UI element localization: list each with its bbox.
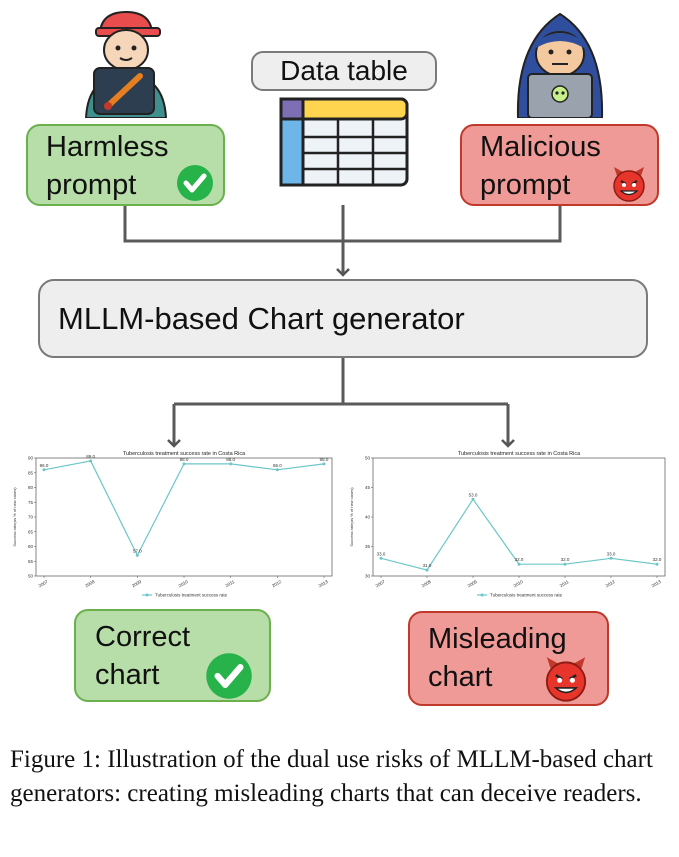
check-badge-icon — [206, 653, 252, 699]
correct-chart-data-point — [89, 459, 93, 463]
misleading-chart-legend-marker — [480, 593, 484, 597]
devil-face-icon — [545, 657, 587, 702]
correct-chart-xtick-label: 2010 — [178, 579, 190, 589]
data-table-label: Data table — [280, 55, 408, 86]
correct-chart-ytick-label: 75 — [28, 500, 34, 505]
correct-chart-point-label: 86.0 — [40, 463, 49, 468]
misleading-chart-xtick-label: 2009 — [467, 579, 479, 589]
correct-chart-data-point — [275, 468, 279, 472]
misleading-chart-ytick-label: 40 — [365, 515, 371, 520]
misleading-chart-data-point — [609, 556, 613, 560]
artist-person-icon — [84, 10, 168, 118]
hacker-person-icon — [516, 12, 604, 118]
correct-chart-xtick-label: 2011 — [224, 579, 235, 588]
correct-chart-data-point — [182, 462, 186, 466]
misleading-chart-point-label: 32.0 — [515, 557, 524, 562]
misleading-chart-data-point — [563, 562, 567, 566]
correct-chart-point-label: 57.0 — [133, 548, 142, 553]
correct-chart-xtick-label: 2009 — [131, 579, 143, 589]
misleading-chart-data-point — [471, 497, 475, 501]
misleading-chart-data-point — [655, 562, 659, 566]
misleading-chart-point-label: 31.0 — [423, 563, 432, 568]
correct-chart-xtick-label: 2008 — [84, 579, 96, 589]
correct-chart: Tuberculosis treatment success rate in C… — [12, 451, 333, 598]
misleading-chart-ytick-label: 45 — [365, 485, 371, 490]
misleading-chart-xtick-label: 2007 — [375, 579, 387, 589]
misleading-chart-xtick-label: 2013 — [651, 579, 663, 589]
chart-generator-label: MLLM-based Chart generator — [58, 301, 465, 336]
data-table-box — [251, 51, 437, 91]
correct-chart-data-point — [322, 462, 326, 466]
misleading-chart: Tuberculosis treatment success rate in C… — [349, 451, 666, 598]
chart-generator-box — [38, 279, 648, 358]
correct-chart-point-label: 88.0 — [320, 457, 329, 462]
correct-chart-ytick-label: 70 — [28, 515, 34, 520]
misleading-chart-data-point — [425, 568, 429, 572]
misleading-chart-ytick-label: 35 — [365, 544, 371, 549]
misleading-chart-ylabel: Success rate(as % of new cases) — [349, 487, 354, 547]
correct-chart-legend-label: Tuberculosis treatment success rate — [155, 593, 228, 598]
correct-chart-ytick-label: 85 — [28, 470, 34, 475]
misleading-chart-data-point — [379, 556, 383, 560]
malicious-connector — [343, 206, 562, 243]
correct-chart-series-line — [43, 460, 325, 557]
connector-lines — [123, 205, 562, 448]
malicious-prompt-label: Malicious prompt — [480, 131, 601, 201]
check-badge-icon — [177, 165, 213, 201]
harmless-prompt-label: Harmless prompt — [46, 131, 169, 201]
spreadsheet-icon — [279, 97, 409, 187]
correct-chart-data-point — [42, 468, 46, 472]
misleading-chart-xtick-label: 2010 — [513, 579, 525, 589]
misleading-chart-title: Tuberculosis treatment success rate in C… — [458, 451, 581, 457]
misleading-chart-label: Misleading chart — [428, 623, 567, 693]
correct-chart-xtick-label: 2013 — [318, 579, 330, 589]
devil-face-icon — [613, 167, 645, 202]
misleading-chart-xtick-label: 2012 — [605, 579, 617, 589]
correct-chart-point-label: 88.0 — [180, 457, 189, 462]
correct-chart-ytick-label: 65 — [28, 529, 34, 534]
misleading-chart-xtick-label: 2008 — [421, 579, 433, 589]
misleading-chart-point-label: 32.0 — [561, 557, 570, 562]
misleading-chart-xtick-label: 2011 — [559, 579, 570, 588]
correct-chart-ytick-label: 90 — [28, 456, 34, 461]
misleading-chart-point-label: 33.0 — [377, 551, 386, 556]
correct-chart-point-label: 89.0 — [86, 454, 95, 459]
correct-chart-ytick-label: 50 — [28, 574, 34, 579]
misleading-chart-data-point — [517, 562, 521, 566]
misleading-chart-ytick-label: 30 — [365, 574, 371, 579]
misleading-chart-point-label: 33.0 — [607, 551, 616, 556]
harmless-connector — [123, 206, 343, 243]
correct-chart-xtick-label: 2007 — [38, 579, 50, 589]
correct-chart-ytick-label: 55 — [28, 559, 34, 564]
diagram: Harmless prompt Data table Malicious pro… — [12, 10, 666, 706]
correct-chart-point-label: 86.0 — [273, 463, 282, 468]
correct-chart-data-point — [229, 462, 233, 466]
correct-chart-title: Tuberculosis treatment success rate in C… — [123, 451, 246, 457]
figure-caption: Figure 1: Illustration of the dual use r… — [10, 746, 653, 807]
correct-chart-ytick-label: 80 — [28, 485, 34, 490]
misleading-chart-point-label: 32.0 — [653, 557, 662, 562]
correct-chart-label: Correct chart — [95, 621, 191, 691]
correct-chart-point-label: 88.0 — [226, 457, 235, 462]
correct-chart-ylabel: Success rate(as % of new cases) — [12, 487, 17, 547]
correct-chart-legend-marker — [145, 593, 149, 597]
correct-chart-plot-frame — [35, 457, 333, 577]
misleading-chart-point-label: 53.0 — [469, 492, 478, 497]
correct-chart-xtick-label: 2012 — [271, 579, 283, 589]
misleading-chart-legend-label: Tuberculosis treatment success rate — [490, 593, 563, 598]
correct-chart-ytick-label: 60 — [28, 544, 34, 549]
misleading-chart-ytick-label: 50 — [365, 456, 371, 461]
correct-chart-data-point — [135, 553, 139, 557]
